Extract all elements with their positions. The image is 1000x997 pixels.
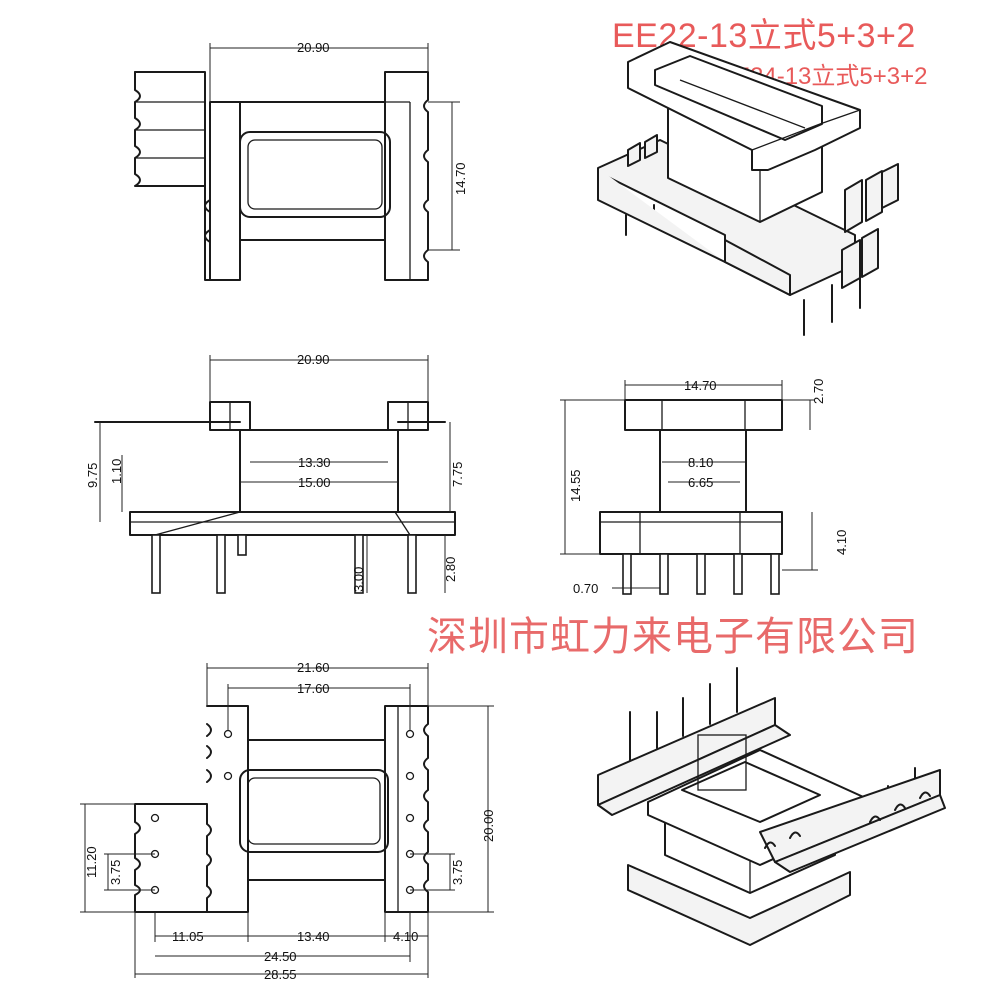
bottom-view-left-pitch-label: 3.75 (108, 860, 123, 885)
bottom-view-span-total-label: 28.55 (264, 967, 297, 982)
front-view-inner6-label: 6.65 (688, 475, 713, 490)
side-view: 20.90 13.30 15.00 9.75 1.10 7.75 3.00 2.… (85, 352, 465, 594)
top-view-height-label: 14.70 (453, 162, 468, 195)
bottom-view-inner-width-label: 17.60 (297, 681, 330, 696)
front-view: 14.70 2.70 8.10 6.65 14.55 4.10 0.70 (560, 378, 849, 596)
front-view-width-label: 14.70 (684, 378, 717, 393)
bottom-view-outer-width-label: 21.60 (297, 660, 330, 675)
front-view-inner8-label: 8.10 (688, 455, 713, 470)
side-view-left-height-label: 9.75 (85, 463, 100, 488)
bottom-view-span-mid-label: 24.50 (264, 949, 297, 964)
top-view-width-label: 20.90 (297, 40, 330, 55)
company-name: 深圳市虹力来电子有限公司 (427, 614, 919, 660)
bottom-view: 21.60 17.60 20.00 11.20 3.75 3.75 11.05 … (80, 660, 496, 982)
side-view-flange-label: 1.10 (109, 459, 124, 484)
front-view-base-label: 4.10 (834, 530, 849, 555)
bottom-view-middle-label: 13.40 (297, 929, 330, 944)
front-view-height-label: 14.55 (568, 469, 583, 502)
side-view-width-label: 20.90 (297, 352, 330, 367)
front-view-top-flange-label: 2.70 (811, 379, 826, 404)
side-view-inner15-label: 15.00 (298, 475, 331, 490)
front-view-pin-width-label: 0.70 (573, 581, 598, 596)
bottom-view-left-offset-label: 11.05 (172, 929, 204, 944)
top-view: 20.90 14.70 (134, 40, 468, 281)
bottom-view-right-pitch-label: 3.75 (450, 860, 465, 885)
bottom-view-left-height-label: 11.20 (84, 846, 99, 878)
side-view-inner13-label: 13.30 (298, 455, 331, 470)
bottom-view-right-offset-label: 4.10 (393, 929, 418, 944)
side-view-right-height-label: 7.75 (450, 462, 465, 487)
side-view-pin-right-label: 2.80 (443, 557, 458, 582)
side-view-pin-left-label: 3.00 (351, 567, 366, 592)
bottom-view-height-label: 20.00 (481, 809, 496, 842)
isometric-view-top (597, 41, 899, 336)
isometric-view-bottom (597, 667, 946, 946)
